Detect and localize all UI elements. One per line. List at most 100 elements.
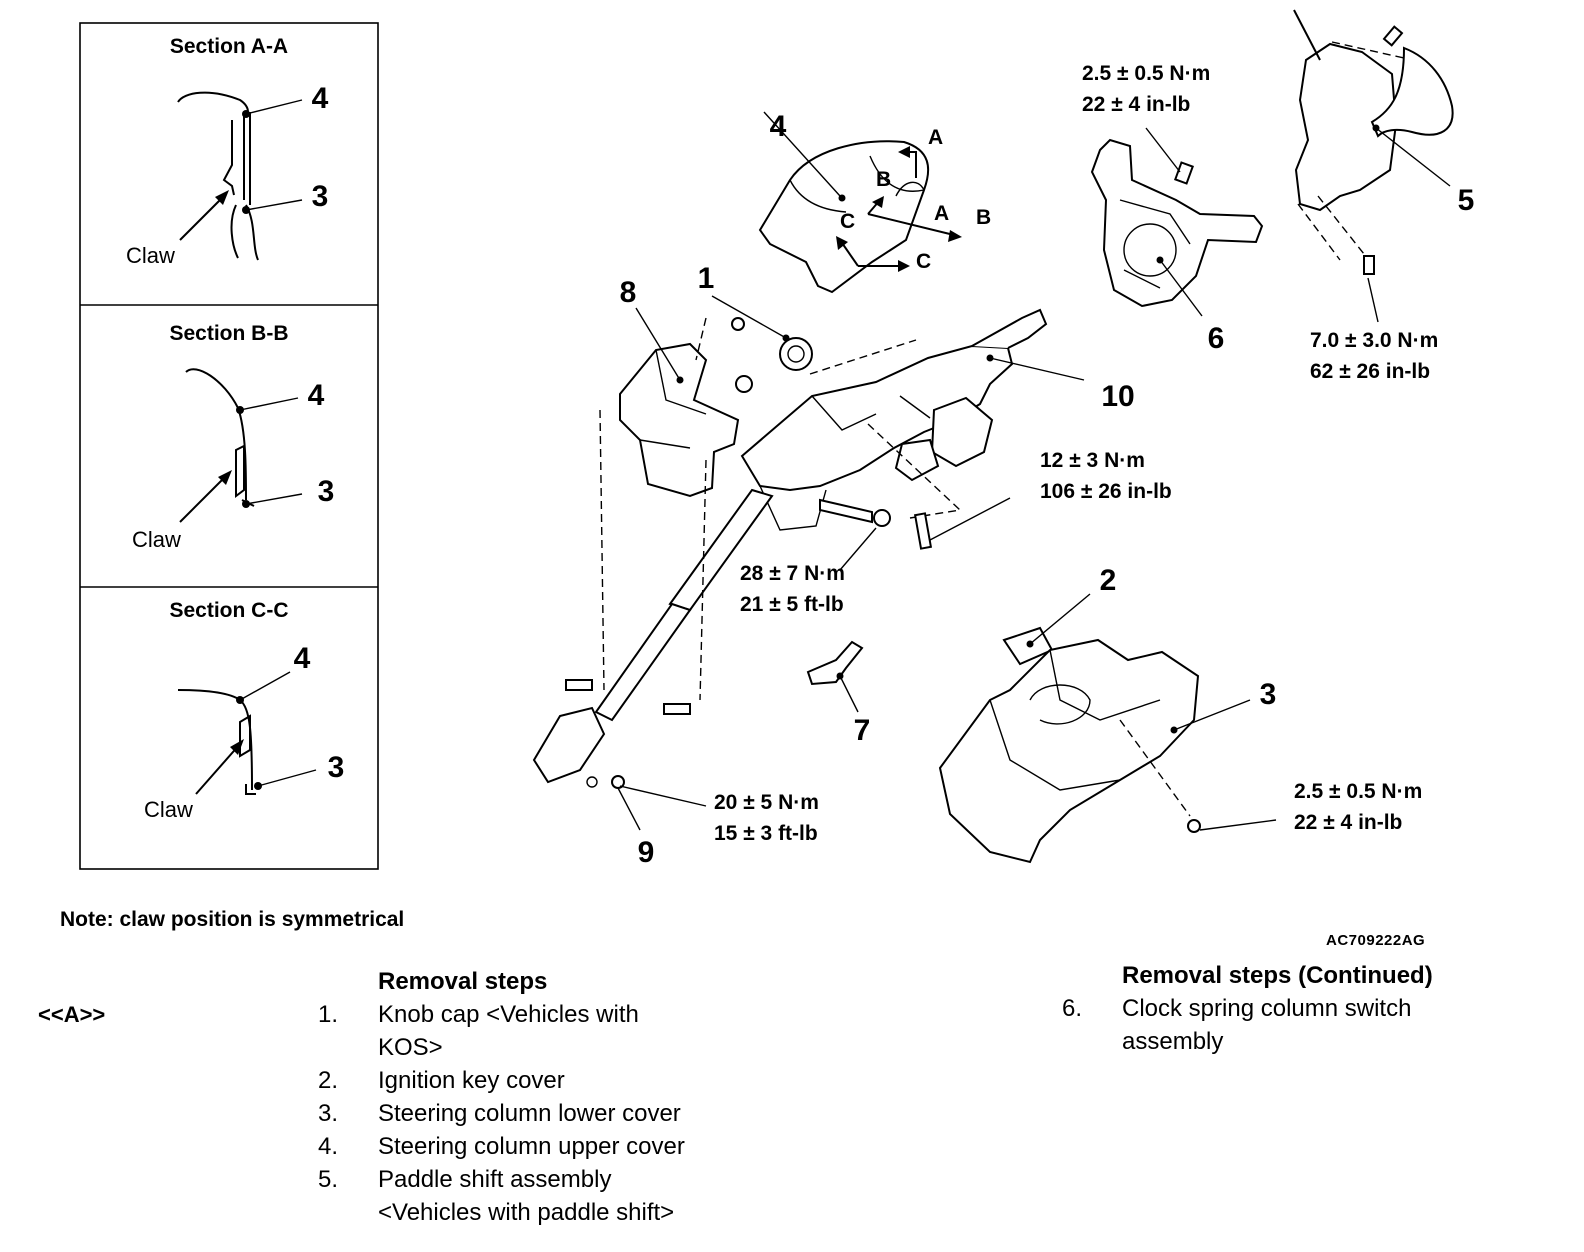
section-marker-a: A <box>928 126 943 149</box>
callout-6: 6 <box>1208 322 1225 355</box>
ignition-switch <box>930 396 994 468</box>
step-text: Steering column lower cover <box>378 1100 681 1127</box>
leader-dot <box>986 354 994 362</box>
section-c-c-title: Section C-C <box>169 599 288 622</box>
column-lock <box>894 438 940 482</box>
section-b-b-title: Section B-B <box>169 322 288 345</box>
bracket-body <box>619 342 740 498</box>
removal-step: 6. Clock spring column switch assembly <box>1062 992 1462 1058</box>
step-number: 4. <box>318 1133 339 1160</box>
intermediate-shaft-lower <box>594 602 692 722</box>
leader-line <box>1145 127 1181 173</box>
upper-cover-detail <box>789 155 925 213</box>
arrowhead <box>872 196 884 208</box>
assembly-line <box>599 317 707 701</box>
section-marker-b: B <box>876 168 891 191</box>
claw-label: Claw <box>132 527 181 552</box>
callout-1: 1 <box>698 262 715 295</box>
paddle-bracket <box>1294 42 1398 212</box>
bracket-bolt-head <box>873 509 891 527</box>
leader-line <box>711 295 787 339</box>
leader-line <box>1029 593 1091 645</box>
upper-cover-detail <box>895 181 925 197</box>
knob-cap-ring <box>779 337 813 371</box>
leader-dot <box>836 672 844 680</box>
leader-dot <box>1170 726 1178 734</box>
leader-line <box>245 99 303 115</box>
clock-spring-detail <box>1119 199 1191 289</box>
section-line-b <box>867 213 959 237</box>
leader-line <box>1159 259 1203 317</box>
section-panels: Section A-A 4 3 Claw Section B-B 4 <box>79 22 379 870</box>
removal-steps-continued-heading: Removal steps (Continued) <box>1122 962 1433 989</box>
leader-dot <box>1156 256 1164 264</box>
note-text: Note: claw position is symmetrical <box>60 908 405 931</box>
removal-step: 3. Steering column lower cover <box>318 1097 738 1130</box>
claw-arrow <box>179 473 229 523</box>
torque-joint-ftlb: 15 ± 3 ft-lb <box>714 822 818 845</box>
ignition-key-cover: 2 <box>1002 564 1116 666</box>
universal-joint <box>532 706 606 784</box>
leader-line <box>617 787 641 831</box>
leader-line <box>763 111 841 197</box>
leader-dot <box>1026 640 1034 648</box>
section-marker-c: C <box>916 250 931 273</box>
knob-cap: 1 <box>698 262 917 375</box>
bolt <box>1174 161 1194 185</box>
column-bolt <box>913 512 933 550</box>
leader-line <box>239 397 299 411</box>
arrowhead <box>898 260 910 272</box>
leader-line <box>1367 277 1379 323</box>
paddle-lever <box>1370 46 1454 138</box>
step-number: 5. <box>318 1166 339 1193</box>
torque-lower-cover-inlb: 22 ± 4 in-lb <box>1294 811 1402 834</box>
harness-clip: 7 <box>806 640 870 747</box>
leader-line <box>839 675 859 713</box>
clock-spring-column-switch-assembly: 6 2.5 ± 0.5 N·m 22 ± 4 in-lb <box>1082 62 1264 355</box>
callout-4: 4 <box>312 82 329 115</box>
leader-line <box>635 307 681 381</box>
removal-step: 5. Paddle shift assembly <Vehicles with … <box>318 1163 738 1229</box>
arrowhead <box>836 236 848 250</box>
section-a-a: Section A-A 4 3 Claw <box>126 35 329 268</box>
section-marker-a: A <box>934 202 949 225</box>
leader-line <box>239 671 291 701</box>
bolt <box>1363 255 1375 275</box>
step-text: Ignition key cover <box>378 1067 565 1094</box>
callout-4: 4 <box>294 642 311 675</box>
torque-bracket-ftlb: 21 ± 5 ft-lb <box>740 593 844 616</box>
leader-line <box>257 769 317 787</box>
upper-cover-profile <box>177 91 249 113</box>
bracket-bolt <box>819 498 873 524</box>
leader-line <box>1375 127 1451 187</box>
column-housing <box>740 344 1014 492</box>
assembly-line <box>1297 41 1405 261</box>
leader-line <box>245 493 303 505</box>
step-number: 3. <box>318 1100 339 1127</box>
assembly-line <box>809 339 917 375</box>
upper-cover-body <box>758 140 930 294</box>
paddle-shift-assembly: 5 7.0 ± 3.0 N·m 62 ± 26 in-lb <box>1293 9 1475 383</box>
section-panel-frame <box>79 22 379 870</box>
callout-5: 5 <box>1458 184 1475 217</box>
clock-spring-body <box>1090 138 1264 308</box>
callout-3: 3 <box>1260 678 1277 711</box>
arrowhead <box>215 190 229 205</box>
torque-clock-spring-inlb: 22 ± 4 in-lb <box>1082 93 1190 116</box>
torque-paddle-nm: 7.0 ± 3.0 N·m <box>1310 329 1438 352</box>
callout-3: 3 <box>328 751 345 784</box>
clip-body <box>806 640 864 686</box>
bracket-bolt-left <box>565 679 593 691</box>
leader-line <box>989 357 1085 381</box>
column-shaft <box>971 308 1048 349</box>
steering-column-lower-cover: 3 2.5 ± 0.5 N·m 22 ± 4 in-lb <box>938 638 1422 864</box>
leader-dot <box>1372 124 1380 132</box>
step-number: 2. <box>318 1067 339 1094</box>
step-number: 6. <box>1062 995 1083 1022</box>
leader-line <box>839 527 877 571</box>
callout-3: 3 <box>318 475 335 508</box>
reference-mark: <<A>> <box>38 1002 106 1027</box>
screw <box>731 317 745 331</box>
claw-arrow <box>179 193 227 241</box>
leader-line <box>929 497 1011 541</box>
